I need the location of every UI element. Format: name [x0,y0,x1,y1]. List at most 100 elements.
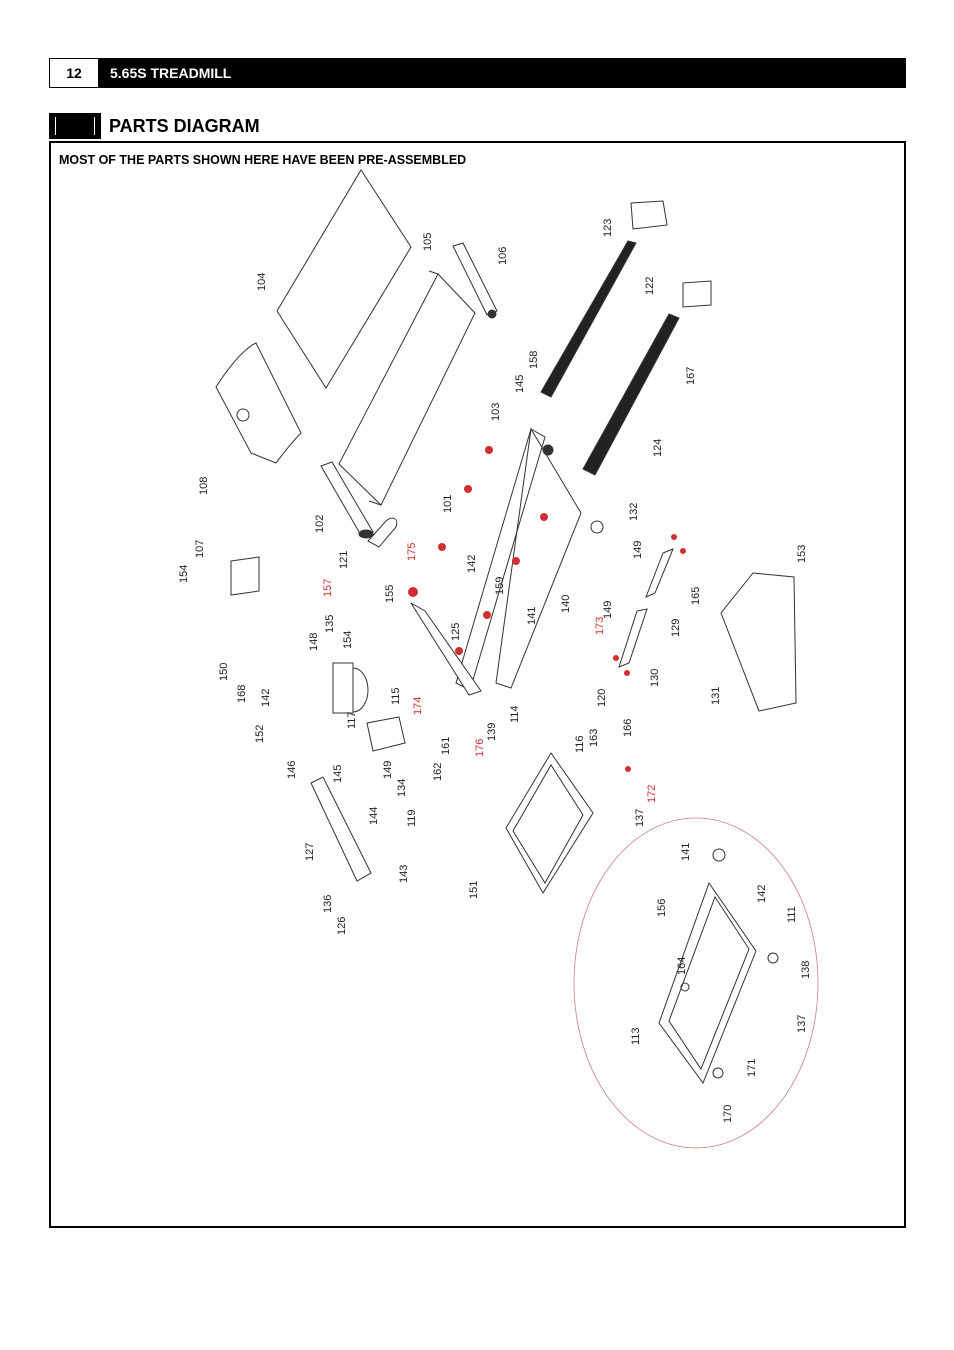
callout-139: 139 [486,723,498,741]
callout-173: 173 [594,617,606,635]
document-title: 5.65S TREADMILL [110,65,232,81]
assembly-note: MOST OF THE PARTS SHOWN HERE HAVE BEEN P… [59,153,467,167]
bracket-129-drawing [645,548,674,598]
callout-149b: 149 [602,601,614,619]
callout-135: 135 [324,615,336,633]
upright-drawing [310,776,372,882]
callout-145b: 145 [332,765,344,783]
callout-108: 108 [198,477,210,495]
bracket-130-drawing [618,608,648,668]
callout-117: 117 [346,711,358,729]
callout-144: 144 [368,807,380,825]
callout-125: 125 [450,623,462,641]
callout-154b: 154 [342,631,354,649]
callout-163: 163 [588,729,600,747]
callout-104: 104 [256,273,268,291]
callout-158: 158 [528,351,540,369]
callout-174: 174 [412,697,424,715]
callout-141b: 141 [680,843,692,861]
callout-170: 170 [722,1105,734,1123]
callout-151: 151 [468,881,480,899]
callout-142b: 142 [260,689,272,707]
callout-171: 171 [746,1059,758,1077]
callout-172: 172 [646,785,658,803]
callout-136: 136 [322,895,334,913]
callout-141a: 141 [526,607,538,625]
callout-175: 175 [406,543,418,561]
drive-belt-drawing [367,517,398,548]
callout-122: 122 [644,277,656,295]
callout-168: 168 [236,685,248,703]
page-header: 12 5.65S TREADMILL [49,58,906,88]
main-frame-rail-drawing [410,602,482,696]
callout-166: 166 [622,719,634,737]
callout-142c: 142 [756,885,768,903]
end-cap-122-drawing [682,280,712,308]
callout-121: 121 [338,551,350,569]
detail-circle-drawing [573,817,819,1149]
callout-159: 159 [494,577,506,595]
diagram-frame: MOST OF THE PARTS SHOWN HERE HAVE BEEN P… [49,141,906,1228]
callout-155: 155 [384,585,396,603]
callout-107: 107 [194,540,206,558]
motor-bracket-drawing [230,556,260,596]
callout-120: 120 [596,689,608,707]
side-rail-upper-drawing [540,240,637,398]
callout-164: 164 [676,957,688,975]
motor-cover-drawing [215,342,302,464]
section-marker [49,113,101,139]
callout-161: 161 [440,737,452,755]
callout-119: 119 [406,809,418,827]
callout-157: 157 [322,579,334,597]
callout-146: 146 [286,761,298,779]
section-title: PARTS DIAGRAM [109,115,260,136]
end-cap-123-drawing [630,200,668,230]
callout-167: 167 [685,367,697,385]
callout-106: 106 [497,247,509,265]
callout-138: 138 [800,961,812,979]
callout-140: 140 [560,595,572,613]
callout-126: 126 [336,917,348,935]
callout-129: 129 [670,619,682,637]
callout-123: 123 [602,219,614,237]
callout-156: 156 [656,899,668,917]
callout-152: 152 [254,725,266,743]
callout-131: 131 [710,687,722,705]
callout-165: 165 [690,587,702,605]
callout-176: 176 [474,739,486,757]
callout-113: 113 [630,1027,642,1045]
callout-116: 116 [574,735,586,753]
callout-145a: 145 [514,375,526,393]
callout-143: 143 [398,865,410,883]
callout-labels: 104 105 106 123 122 167 158 145 103 124 … [178,219,812,1123]
callout-111: 111 [786,906,798,923]
callout-105: 105 [422,233,434,251]
callout-150: 150 [218,663,230,681]
section-heading: PARTS DIAGRAM [49,112,260,140]
callout-137b: 137 [796,1015,808,1033]
parts-diagram: 104 105 106 123 122 167 158 145 103 124 … [178,169,819,1149]
page-number: 12 [50,59,100,87]
rear-roller-drawing [320,461,374,538]
callout-127: 127 [304,843,316,861]
callout-154a: 154 [178,565,190,583]
incline-motor-drawing [366,716,406,752]
callout-102: 102 [314,515,326,533]
callout-124: 124 [652,439,664,457]
callout-134: 134 [396,779,408,797]
callout-153: 153 [796,545,808,563]
callout-148: 148 [308,633,320,651]
callout-162: 162 [432,763,444,781]
callout-149a: 149 [632,541,644,559]
callout-114: 114 [509,705,521,723]
callout-115: 115 [390,687,402,705]
callout-103: 103 [490,403,502,421]
motor-hood-drawing [720,572,797,712]
front-roller-drawing [452,242,498,316]
callout-137a: 137 [634,809,646,827]
callout-130: 130 [649,669,661,687]
callout-142a: 142 [466,555,478,573]
callout-101: 101 [442,495,454,513]
deck-board-drawing [276,169,412,389]
side-rail-lower-drawing [582,313,680,476]
